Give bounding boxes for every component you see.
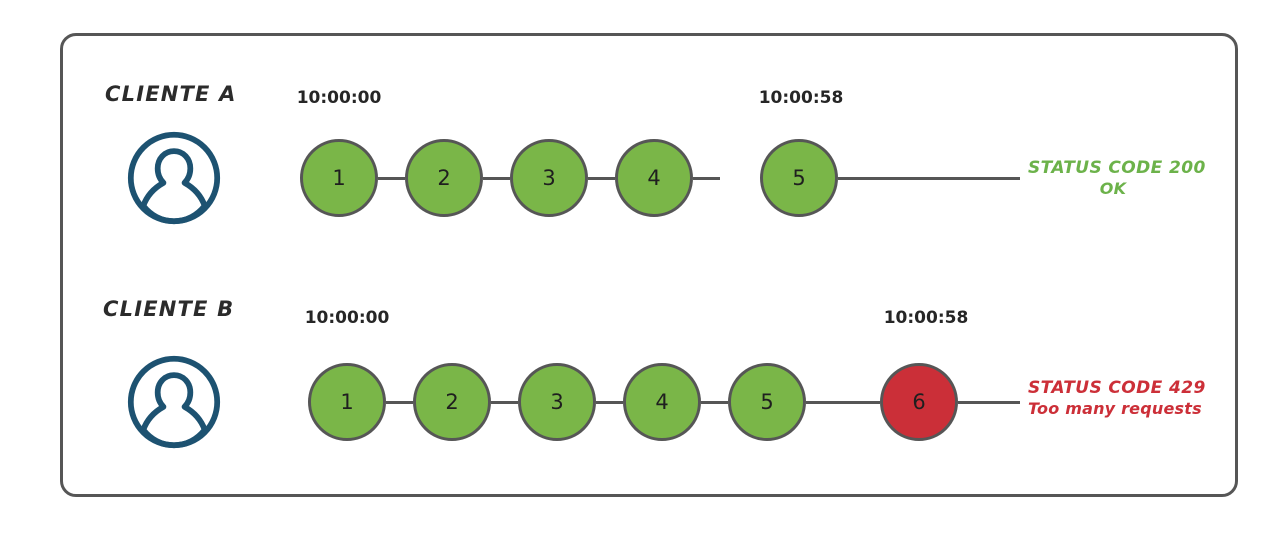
status-text-a: OK bbox=[1099, 179, 1127, 199]
request-node-label: 4 bbox=[655, 390, 669, 414]
request-node-label: 5 bbox=[792, 166, 806, 190]
timestamp-start-a: 10:00:00 bbox=[296, 88, 382, 108]
request-node-label: 3 bbox=[550, 390, 564, 414]
request-node[interactable]: 5 bbox=[728, 363, 806, 441]
request-node-label: 1 bbox=[340, 390, 354, 414]
request-node[interactable]: 4 bbox=[623, 363, 701, 441]
status-code-b: STATUS CODE 429 bbox=[1028, 378, 1206, 398]
request-node-label: 1 bbox=[332, 166, 346, 190]
request-node[interactable]: 2 bbox=[405, 139, 483, 217]
status-text-b: Too many requests bbox=[1028, 399, 1202, 419]
status-code-a: STATUS CODE 200 bbox=[1028, 158, 1206, 178]
timestamp-end-b: 10:00:58 bbox=[883, 308, 969, 328]
request-node-label: 3 bbox=[542, 166, 556, 190]
request-node[interactable]: 1 bbox=[308, 363, 386, 441]
request-node[interactable]: 3 bbox=[518, 363, 596, 441]
connector-a-2-3 bbox=[483, 177, 510, 180]
request-node[interactable]: 4 bbox=[615, 139, 693, 217]
request-node-label: 6 bbox=[912, 390, 926, 414]
connector-a-tail bbox=[838, 177, 1020, 180]
request-node[interactable]: 5 bbox=[760, 139, 838, 217]
request-node-label: 5 bbox=[760, 390, 774, 414]
request-node[interactable]: 2 bbox=[413, 363, 491, 441]
request-node-label: 4 bbox=[647, 166, 661, 190]
status-message-a: STATUS CODE 200 OK bbox=[1028, 158, 1206, 199]
timestamp-end-a: 10:00:58 bbox=[758, 88, 844, 108]
connector-b-1-2 bbox=[386, 401, 413, 404]
connector-b-3-4 bbox=[596, 401, 623, 404]
status-message-b: STATUS CODE 429 Too many requests bbox=[1028, 378, 1228, 419]
connector-a-4-5 bbox=[693, 177, 720, 180]
connector-a-1-2 bbox=[378, 177, 405, 180]
connector-b-4-5 bbox=[701, 401, 728, 404]
connector-b-5-6 bbox=[806, 401, 880, 404]
request-node-label: 2 bbox=[445, 390, 459, 414]
request-node-label: 2 bbox=[437, 166, 451, 190]
user-avatar-icon bbox=[126, 354, 222, 450]
request-node[interactable]: 3 bbox=[510, 139, 588, 217]
client-label-b: CLIENTE B bbox=[103, 297, 235, 321]
request-node[interactable]: 1 bbox=[300, 139, 378, 217]
connector-b-2-3 bbox=[491, 401, 518, 404]
connector-b-tail bbox=[958, 401, 1020, 404]
connector-a-3-4 bbox=[588, 177, 615, 180]
request-node-denied[interactable]: 6 bbox=[880, 363, 958, 441]
client-label-a: CLIENTE A bbox=[105, 82, 237, 106]
timestamp-start-b: 10:00:00 bbox=[304, 308, 390, 328]
user-avatar-icon bbox=[126, 130, 222, 226]
